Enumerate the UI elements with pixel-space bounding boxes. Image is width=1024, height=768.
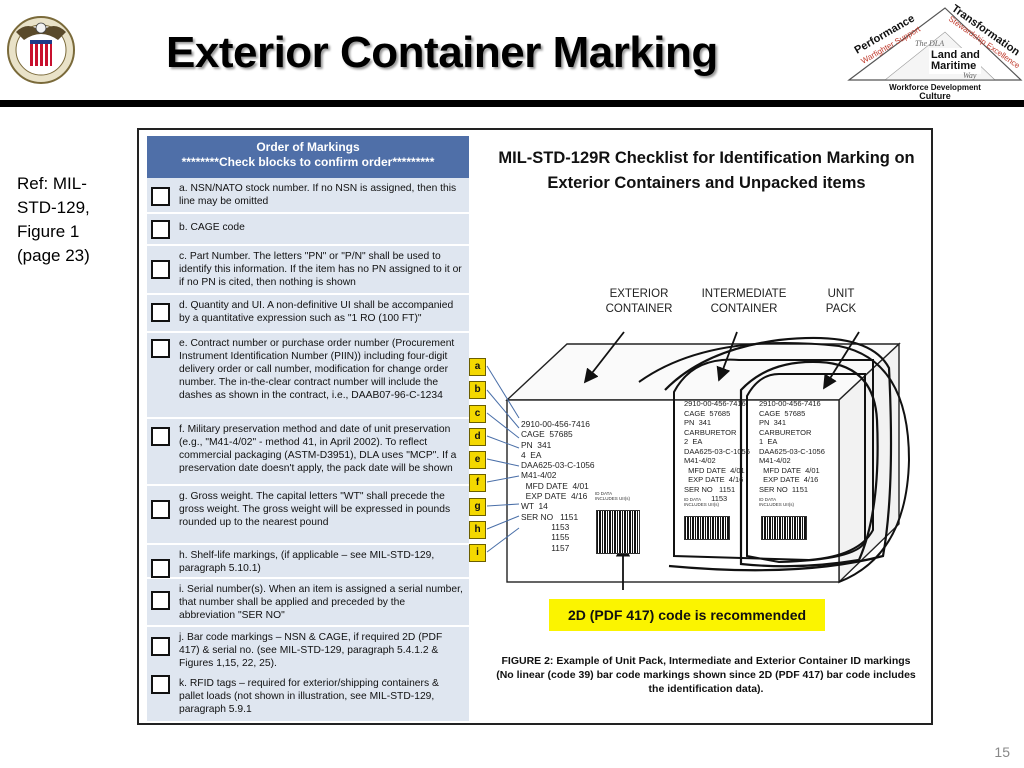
dla-seal-icon [7,16,75,84]
checklist-row: h. Shelf-life markings, (if applicable –… [147,545,469,579]
panel-heading: Order of Markings ********Check blocks t… [147,136,469,178]
marking-letter: i [469,544,486,563]
checkbox[interactable] [151,637,170,656]
checklist-item-text: a. NSN/NATO stock number. If no NSN is a… [179,183,457,207]
checklist-item-text: g. Gross weight. The capital letters "WT… [179,491,451,528]
order-of-markings-panel: Order of Markings ********Check blocks t… [147,136,469,721]
checkbox[interactable] [151,260,170,279]
marking-letter: g [469,497,486,516]
pdf417-barcode-unit [761,516,807,540]
intermediate-container-marking: 2910-00-456-7416 CAGE 57685 PN 341 CARBU… [684,399,750,503]
recommendation-callout: 2D (PDF 417) code is recommended [549,599,825,631]
checklist-row: i. Serial number(s). When an item is ass… [147,579,469,627]
id-data-note: ID DATA INCLUDES UII(s) [759,497,795,507]
checklist-item-text: e. Contract number or purchase order num… [179,338,455,401]
checklist-row: d. Quantity and UI. A non-definitive UI … [147,295,469,333]
checklist-item-text: k. RFID tags – required for exterior/shi… [179,678,439,715]
checklist-row: f. Military preservation method and date… [147,419,469,486]
container-illustration [486,331,911,590]
checklist-item-text: h. Shelf-life markings, (if applicable –… [179,550,435,574]
panel-heading-title: Order of Markings [256,140,360,154]
page-number: 15 [994,744,1010,760]
checkbox[interactable] [151,559,170,578]
marking-letter: h [469,521,486,540]
marking-letter: e [469,451,486,470]
checklist-row: a. NSN/NATO stock number. If no NSN is a… [147,178,469,214]
checklist-row: g. Gross weight. The capital letters "WT… [147,486,469,545]
checkbox[interactable] [151,187,170,206]
page-title: Exterior Container Marking [166,28,718,77]
exterior-container-marking: 2910-00-456-7416 CAGE 57685 PN 341 4 EA … [521,419,595,553]
svg-text:Land and: Land and [931,49,980,61]
checkbox[interactable] [151,339,170,358]
dla-land-maritime-logo: Performance Warfighter Support Transform… [847,3,1023,101]
pdf417-barcode-intermediate [684,516,730,540]
checklist-row: b. CAGE code [147,214,469,246]
marking-letter: a [469,358,486,376]
checkbox[interactable] [151,675,170,694]
figure-title: MIL-STD-129R Checklist for Identificatio… [498,149,915,192]
svg-text:Way: Way [963,71,977,80]
checklist-item-text: i. Serial number(s). When an item is ass… [179,584,463,621]
checklist-item-text: d. Quantity and UI. A non-definitive UI … [179,300,454,324]
label-exterior-container: EXTERIOR CONTAINER [605,288,673,315]
checklist-row: j. Bar code markings – NSN & CAGE, if re… [147,627,469,715]
marking-letter: c [469,404,486,423]
label-intermediate-container: INTERMEDIATE CONTAINER [701,288,787,315]
checklist-row: c. Part Number. The letters "PN" or "P/N… [147,246,469,295]
svg-text:Culture: Culture [919,91,951,101]
header-rule [0,100,1024,107]
checklist-row: e. Contract number or purchase order num… [147,333,469,419]
svg-text:Workforce Development: Workforce Development [889,83,981,92]
checkbox[interactable] [151,591,170,610]
checkbox[interactable] [151,427,170,446]
id-data-note: ID DATA INCLUDES UII(s) [684,497,720,507]
svg-text:Maritime: Maritime [931,60,976,72]
marking-letter: d [469,427,486,446]
id-data-note: ID DATA INCLUDES UII(s) [595,491,631,501]
checklist-figure: Order of Markings ********Check blocks t… [137,128,933,725]
checklist-item-text: j. Bar code markings – NSN & CAGE, if re… [179,632,443,669]
checkbox[interactable] [151,500,170,519]
checklist-item-text: f. Military preservation method and date… [179,424,457,474]
marking-letter: f [469,474,486,493]
unit-pack-marking: 2910-00-456-7416 CAGE 57685 PN 341 CARBU… [759,399,825,494]
pdf417-barcode-exterior [596,510,640,554]
checklist-item-text: c. Part Number. The letters "PN" or "P/N… [179,251,462,288]
checkbox[interactable] [151,303,170,322]
marking-letter: b [469,381,486,400]
label-unit-pack: UNIT PACK [825,288,857,315]
figure-caption: FIGURE 2: Example of Unit Pack, Intermed… [496,655,916,695]
checkbox[interactable] [151,220,170,239]
marking-letter-column: a b c d e f g h i [469,358,487,568]
checklist-item-text: b. CAGE code [179,222,245,233]
panel-heading-subtitle: ********Check blocks to confirm order***… [181,155,435,169]
slide-header: Exterior Container Marking Performance W… [0,0,1024,107]
svg-text:The DLA: The DLA [915,39,944,48]
reference-note: Ref: MIL-STD-129, Figure 1 (page 23) [17,174,90,265]
